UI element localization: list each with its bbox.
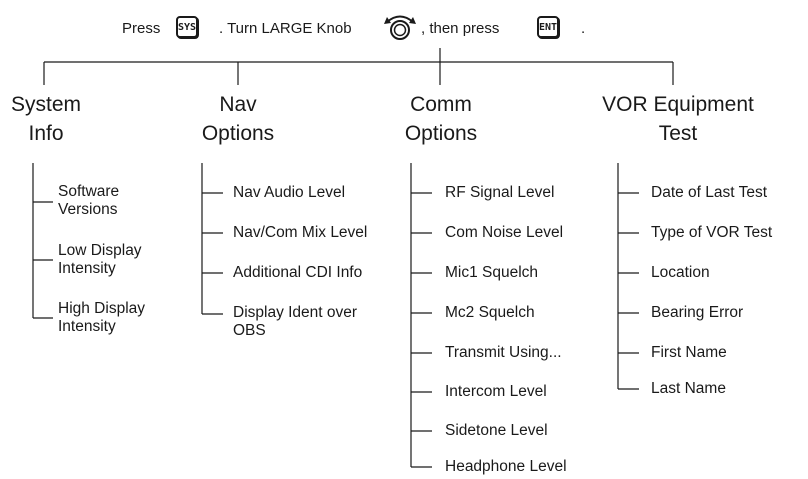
- menu-item-software-versions: Software Versions: [58, 183, 120, 218]
- ent-key-icon: ENT: [537, 16, 559, 38]
- menu-item-intercom-level: Intercom Level: [445, 383, 547, 400]
- menu-item-location: Location: [651, 264, 710, 281]
- menu-item-headphone-level: Headphone Level: [445, 458, 567, 475]
- menu-item-com-noise-level: Com Noise Level: [445, 224, 564, 241]
- menu-item-type-of-vor-test: Type of VOR Test: [651, 224, 773, 241]
- menu-item-transmit-using: Transmit Using...: [445, 344, 562, 361]
- instruction-turn-text: . Turn LARGE Knob: [219, 20, 352, 37]
- sys-key-icon: SYS: [176, 16, 198, 38]
- heading-line1: Comm: [410, 93, 472, 116]
- menu-item-mic1-squelch: Mic1 Squelch: [445, 264, 539, 281]
- menu-item-bearing-error: Bearing Error: [651, 304, 744, 321]
- menu-item-first-name: First Name: [651, 344, 727, 361]
- menu-item-last-name: Last Name: [651, 380, 726, 397]
- heading-line1: Nav: [219, 93, 257, 116]
- menu-item-additional-cdi-info: Additional CDI Info: [233, 264, 363, 281]
- heading-line1: VOR Equipment: [602, 93, 754, 116]
- heading-comm-options: Comm Options: [395, 90, 487, 148]
- heading-line2: Test: [658, 122, 698, 145]
- heading-nav-options: Nav Options: [192, 90, 284, 148]
- heading-line2: Options: [404, 122, 478, 145]
- menu-item-display-ident-over-obs: Display Ident over OBS: [233, 304, 358, 339]
- large-knob-icon: [384, 15, 416, 40]
- menu-item-low-display-intensity: Low Display Intensity: [58, 242, 142, 277]
- instruction-line: Press SYS . Turn LARGE Knob , then press…: [0, 8, 808, 48]
- menu-item-nav-audio-level: Nav Audio Level: [233, 184, 346, 201]
- menu-item-mc2-squelch: Mc2 Squelch: [445, 304, 535, 321]
- menu-item-date-of-last-test: Date of Last Test: [651, 184, 768, 201]
- heading-line2: Options: [201, 122, 275, 145]
- menu-item-high-display-intensity: High Display Intensity: [58, 300, 146, 335]
- instruction-period-text: .: [581, 20, 586, 37]
- instruction-then-text: , then press: [421, 20, 500, 37]
- menu-item-nav-com-mix-level: Nav/Com Mix Level: [233, 224, 368, 241]
- menu-item-rf-signal-level: RF Signal Level: [445, 184, 555, 201]
- heading-line1: System: [10, 93, 81, 116]
- heading-vor-equipment-test: VOR Equipment Test: [588, 90, 768, 148]
- heading-system-info: System Info: [4, 90, 88, 148]
- heading-line2: Info: [28, 122, 64, 145]
- menu-item-sidetone-level: Sidetone Level: [445, 422, 548, 439]
- instruction-press-text: Press: [122, 20, 161, 37]
